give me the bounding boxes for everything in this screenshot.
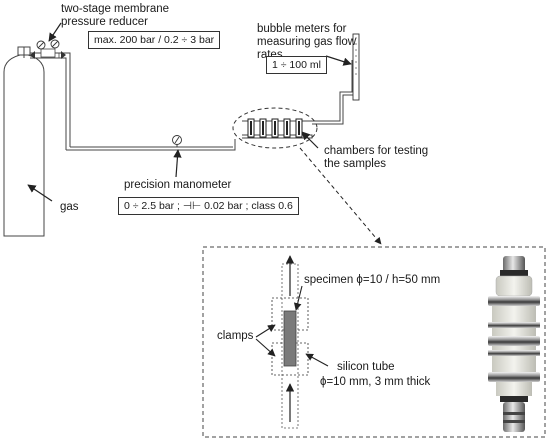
bubble-pointer-arrow — [325, 55, 352, 66]
bubble-label-line2: measuring gas flow — [257, 36, 357, 48]
gauge-icon — [172, 135, 182, 147]
specimen-pointer-arrow — [293, 285, 303, 311]
test-chamber-photo — [488, 256, 540, 432]
reducer-label-line1: two-stage membrane — [61, 3, 170, 15]
tube-pointer-arrow — [305, 353, 329, 367]
clamp-pointer-arrow-top — [255, 324, 276, 338]
manometer-spec-box: 0 ÷ 2.5 bar ; ⊣⊢ 0.02 bar ; class 0.6 — [118, 197, 299, 215]
bubble-label-line1: bubble meters for — [257, 23, 347, 35]
chambers-label-line1: chambers for testing — [324, 145, 429, 157]
manometer-label: precision manometer — [124, 179, 232, 191]
valve-icon — [36, 39, 60, 50]
bubble-meters-icon — [352, 33, 360, 101]
manometer-pointer-arrow — [173, 149, 182, 178]
chambers-highlight — [232, 107, 318, 149]
specimen-schematic — [271, 255, 309, 429]
specimen-label: specimen ϕ=10 / h=50 mm — [304, 274, 441, 286]
gas-label: gas — [60, 201, 79, 213]
bubble-spec-box: 1 ÷ 100 ml — [266, 56, 327, 74]
clamp-pointer-arrow-bottom — [255, 338, 276, 357]
gas-pointer-arrow — [27, 184, 53, 202]
clamps-label: clamps — [217, 330, 254, 342]
reducer-spec-box: max. 200 bar / 0.2 ÷ 3 bar — [88, 31, 221, 49]
gas-cylinder-icon — [3, 46, 45, 237]
pressure-reducer-icon — [23, 47, 71, 150]
tube-label-line1: silicon tube — [337, 361, 395, 373]
chambers-pointer-arrow — [301, 131, 319, 149]
reducer-label-line2: pressure reducer — [61, 16, 148, 28]
tube-label-line2: ϕ=10 mm, 3 mm thick — [320, 376, 431, 388]
reducer-pointer-arrow — [48, 22, 62, 42]
chambers-label-line2: the samples — [324, 158, 387, 170]
